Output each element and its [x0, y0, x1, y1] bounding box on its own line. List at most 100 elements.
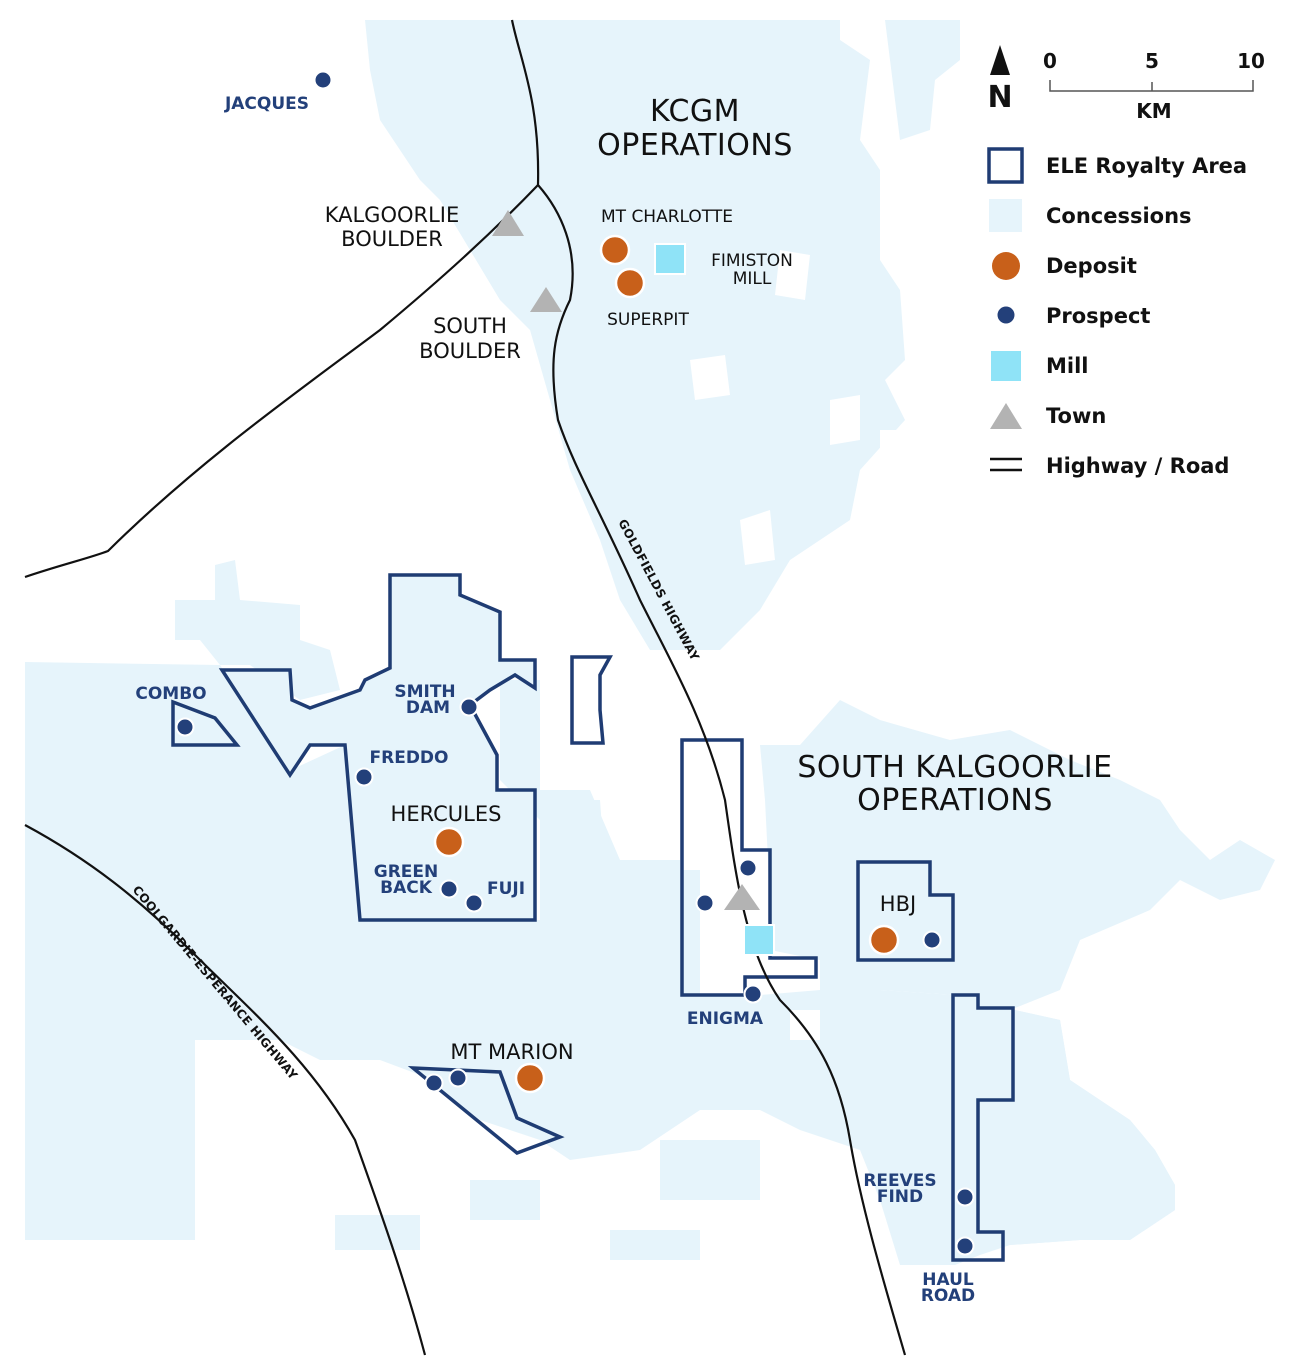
mt-charlotte-label: MT CHARLOTTE [601, 207, 733, 227]
deposit-superpit-marker [614, 267, 646, 299]
town-kalgoorlie-boulder-marker [492, 210, 524, 236]
haul-road-label-line1: HAUL [922, 1270, 974, 1290]
reeves-find-label-line2: FIND [877, 1187, 923, 1207]
hercules-label: HERCULES [391, 802, 502, 826]
deposit-hbj-marker [868, 924, 900, 956]
south-boulder-label-line2: BOULDER [419, 339, 521, 363]
prospect-south-kalgoorlie-north-marker [738, 858, 758, 878]
royalty-area-combo [171, 699, 241, 747]
deposit-hercules-marker [433, 826, 465, 858]
royalty-area-south-kalgoorlie [680, 738, 818, 997]
royalty-area-square-icon [987, 147, 1024, 184]
scale-tick-10: 10 [1237, 49, 1265, 73]
reeves-find-label-line1: REEVES [863, 1171, 936, 1191]
deposit-mt-marion-marker [514, 1062, 546, 1094]
roads-layer [24, 19, 907, 1356]
scale-bar: 0 5 10 KM [1043, 49, 1265, 123]
concession-south-small-3 [660, 1140, 760, 1200]
town-triangle-icon [990, 403, 1022, 429]
combo-label: COMBO [135, 684, 206, 704]
concession-north-west-strip [400, 20, 450, 100]
enigma-label: ENIGMA [687, 1009, 764, 1029]
jacques-label: JACQUES [224, 94, 309, 114]
mill-square-icon [991, 351, 1021, 381]
clearings-layer [690, 250, 905, 1040]
royalty-area-reeves-haul [951, 993, 1015, 1262]
green-back-label-line1: GREEN [374, 862, 439, 882]
north-arrow-icon [990, 45, 1010, 75]
prospect-green-back-marker [439, 879, 459, 899]
towns-layer [492, 210, 760, 910]
legend-label-royalty: ELE Royalty Area [1046, 154, 1247, 178]
deposits-layer [433, 234, 900, 1094]
prospect-fuji-marker [464, 893, 484, 913]
concession-north-east-block [885, 20, 960, 140]
south-kalgoorlie-region-title-line1: SOUTH KALGOORLIE [797, 750, 1112, 785]
smith-dam-label-line2: DAM [406, 698, 450, 718]
prospect-hbj-east-marker [922, 930, 942, 950]
green-back-label-line2: BACK [380, 878, 433, 898]
road-north-west-highway [24, 184, 539, 579]
kalgoorlie-boulder-label-line1: KALGOORLIE [325, 203, 460, 227]
scale-unit: KM [1136, 99, 1171, 123]
town-south-boulder-marker [530, 287, 562, 312]
mt-marion-label: MT MARION [450, 1040, 573, 1064]
superpit-label: SUPERPIT [607, 310, 689, 330]
prospect-enigma-marker [743, 984, 763, 1004]
concession-mid-block [500, 680, 700, 995]
freddo-label: FREDDO [370, 748, 449, 768]
kcgm-region-title-line2: OPERATIONS [597, 128, 793, 163]
road-coolgardie-esperance-highway [24, 824, 427, 1356]
legend-label-deposit: Deposit [1046, 254, 1137, 278]
legend-label-prospect: Prospect [1046, 304, 1150, 328]
deposit-circle-icon [992, 252, 1020, 280]
prospect-haul-road-marker [955, 1236, 975, 1256]
kcgm-region-title-line1: KCGM [650, 94, 740, 129]
legend-label-town: Town [1046, 404, 1106, 428]
prospect-reeves-find-marker [955, 1187, 975, 1207]
legend: ELE Royalty Area Concessions Deposit Pro… [987, 147, 1247, 478]
concession-northern-corridor [365, 20, 905, 650]
mill-south-kalgoorlie-marker [743, 924, 775, 956]
south-boulder-label-line1: SOUTH [433, 314, 507, 338]
concession-east-main [760, 700, 1275, 1010]
prospect-dot-icon [997, 306, 1015, 324]
scale-tick-5: 5 [1145, 49, 1159, 73]
town-south-kalgoorlie-marker [724, 884, 760, 910]
fimiston-mill-label-line2: MILL [733, 269, 772, 289]
fuji-label: FUJI [487, 879, 525, 899]
royalty-area-hbj [856, 860, 955, 962]
legend-label-concessions: Concessions [1046, 204, 1192, 228]
kalgoorlie-boulder-label-line2: BOULDER [341, 227, 443, 251]
prospect-south-kalgoorlie-west-marker [695, 893, 715, 913]
north-arrow: N [987, 45, 1013, 115]
scale-tick-0: 0 [1043, 49, 1057, 73]
road-goldfields-highway [510, 19, 907, 1356]
prospect-mt-marion-west-marker [424, 1073, 444, 1093]
prospect-smith-dam-marker [459, 697, 479, 717]
concession-square-icon [989, 199, 1022, 232]
royalty-area-mt-marion [407, 1066, 565, 1155]
prospect-freddo-marker [354, 767, 374, 787]
legend-label-mill: Mill [1046, 354, 1089, 378]
deposit-mt-charlotte-marker [599, 234, 631, 266]
prospects-layer [175, 70, 975, 1256]
concession-south-small-4 [610, 1230, 700, 1260]
legend-label-road: Highway / Road [1046, 454, 1229, 478]
road-double-line-icon [990, 457, 1022, 472]
concession-west-upper [175, 560, 340, 700]
south-kalgoorlie-region-title-line2: OPERATIONS [857, 783, 1053, 818]
hbj-label: HBJ [880, 892, 916, 916]
fimiston-mill-label-line1: FIMISTON [711, 251, 793, 271]
haul-road-label-line2: ROAD [921, 1286, 975, 1306]
concession-south-small-2 [470, 1180, 540, 1220]
smith-dam-label-line1: SMITH [394, 682, 455, 702]
mill-fimiston-marker [654, 243, 686, 275]
concession-south-small-1 [335, 1215, 420, 1250]
concession-center-west [280, 745, 355, 870]
scale-bar-line [1049, 80, 1254, 92]
concession-east-lower [1010, 1010, 1175, 1245]
prospect-jacques-marker [313, 70, 333, 90]
prospect-combo-marker [175, 717, 195, 737]
